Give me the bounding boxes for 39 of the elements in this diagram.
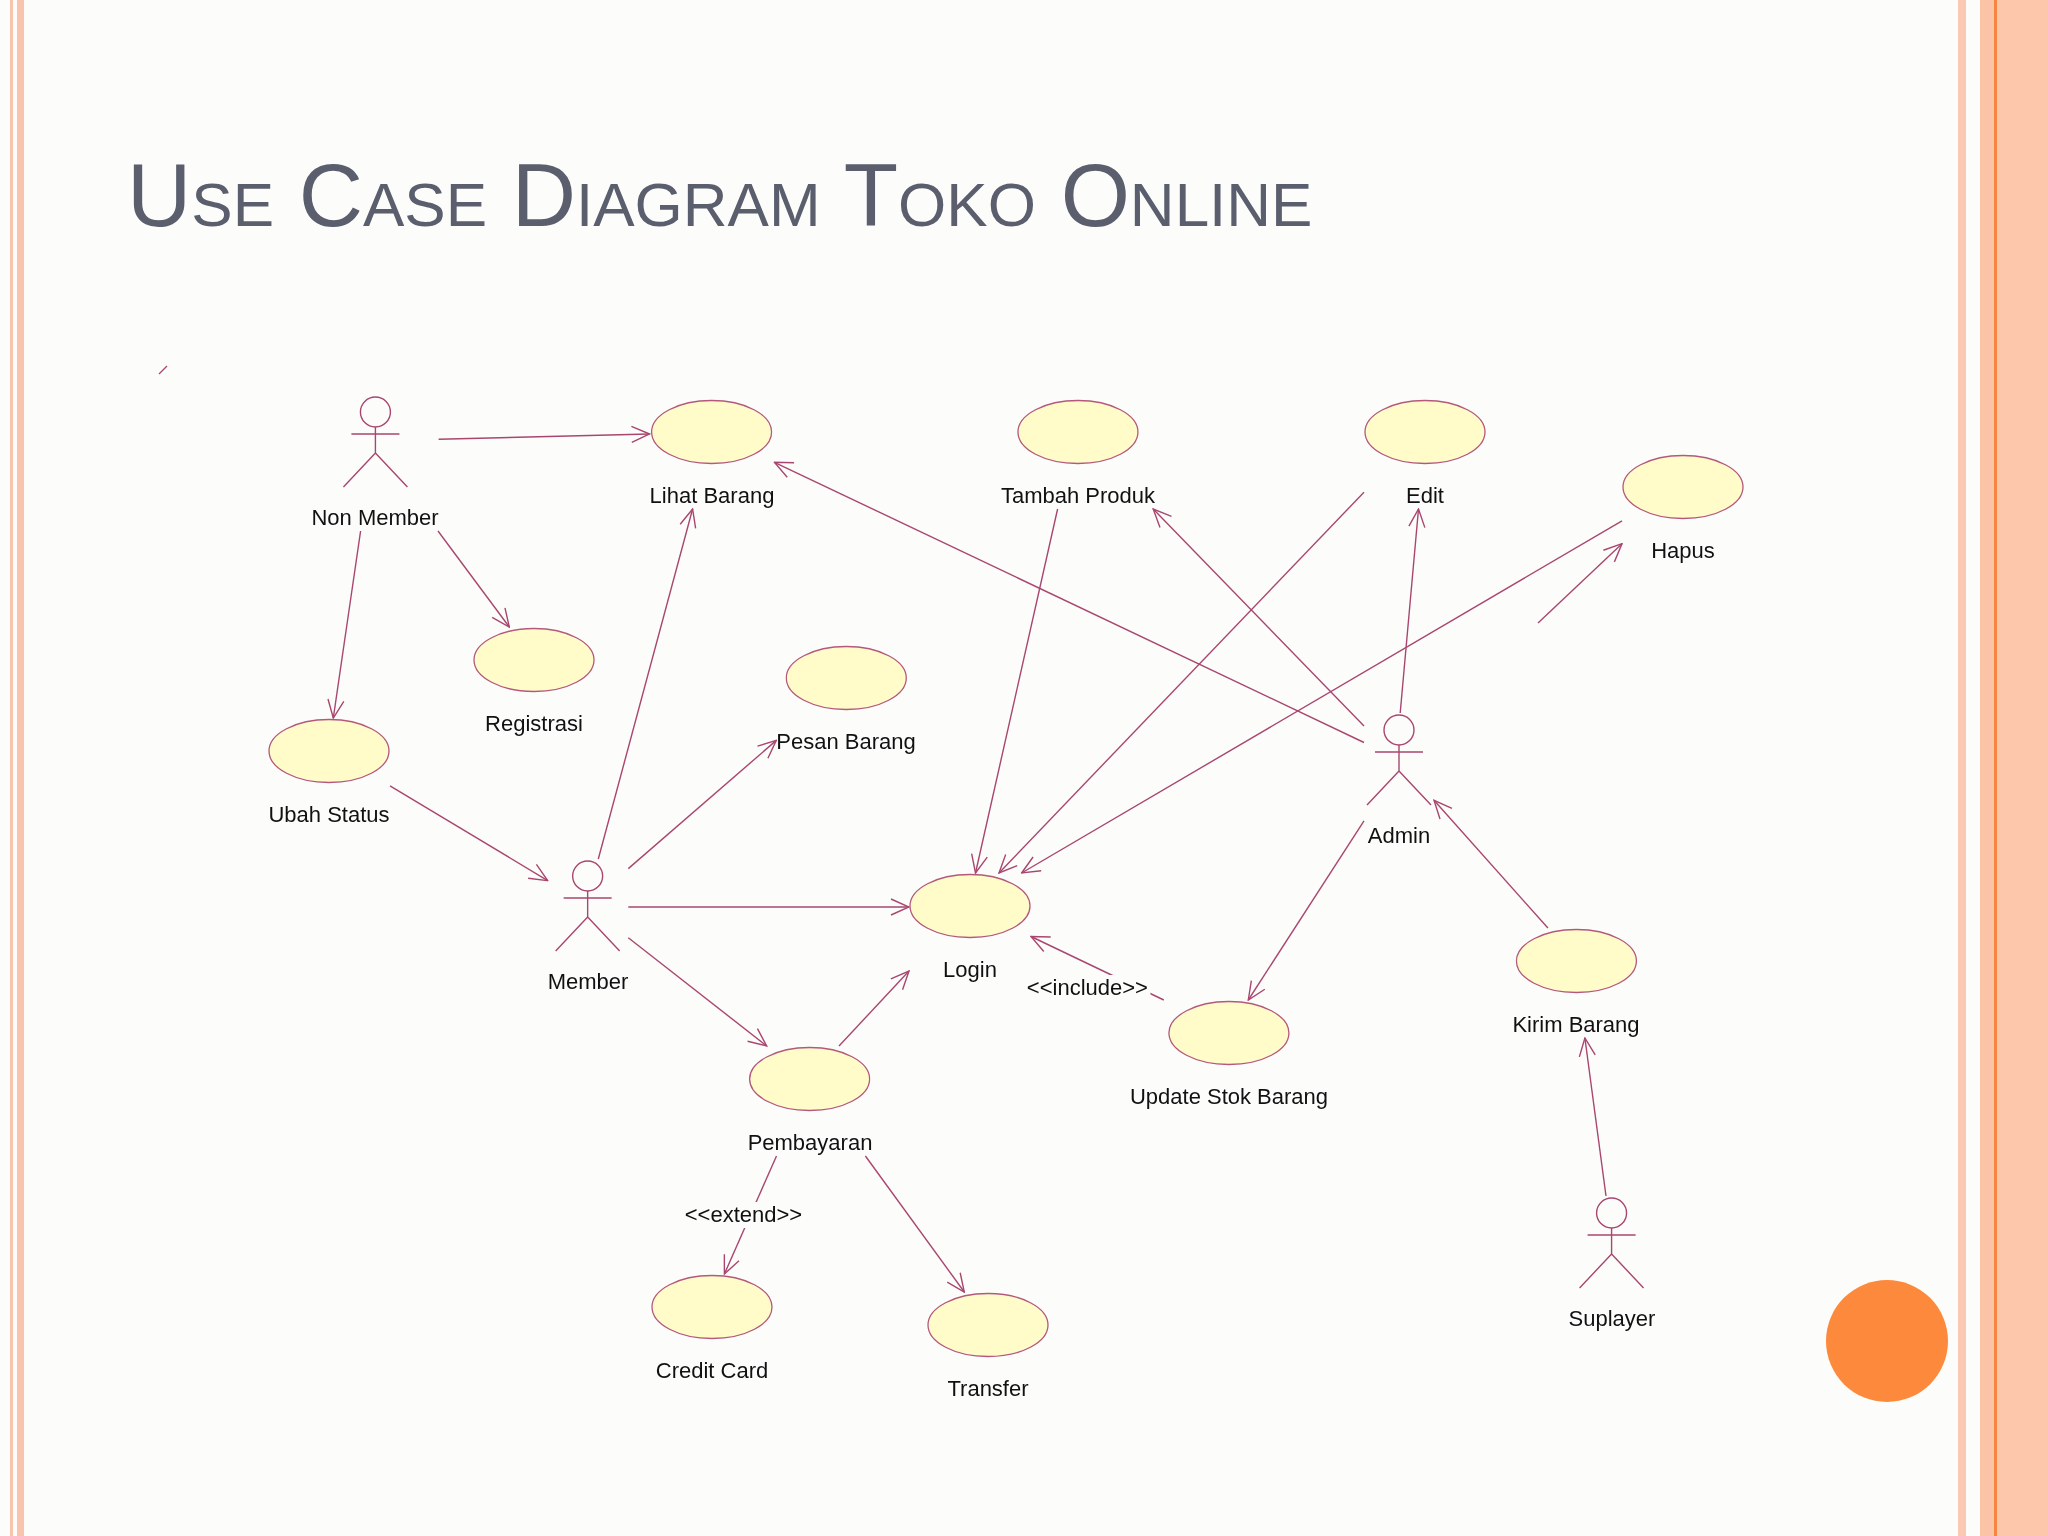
arrow (437, 425, 651, 444)
arrow (838, 970, 910, 1047)
arrow (1247, 820, 1365, 1001)
arrow (437, 530, 510, 628)
use-case-label: Credit Card (655, 1358, 769, 1384)
arrow (627, 937, 768, 1047)
arrow (627, 739, 777, 870)
slide-title: Use Case Diagram Toko Online (127, 144, 1313, 247)
arrow (1020, 520, 1623, 874)
arrow (389, 785, 549, 882)
use-case-label: Transfer (947, 1376, 1029, 1402)
arrow (1537, 543, 1623, 624)
use-case-label: Pembayaran (747, 1130, 873, 1156)
actor-label: Non Member (311, 505, 439, 531)
edge-label: <<extend>> (682, 1202, 805, 1228)
arrow (1399, 508, 1426, 714)
arrow (998, 491, 1365, 874)
arrow (1152, 508, 1365, 727)
arrow (970, 508, 1059, 874)
use-case-label: Kirim Barang (1512, 1012, 1640, 1038)
use-case-label: Tambah Produk (1000, 483, 1156, 509)
use-case-label: Pesan Barang (776, 729, 916, 755)
arrow (1578, 1037, 1607, 1197)
arrow (627, 898, 910, 916)
use-case-label: Lihat Barang (649, 483, 775, 509)
use-case-label: Update Stok Barang (1129, 1084, 1329, 1110)
use-case-label: Hapus (1651, 538, 1715, 564)
arrow (1433, 799, 1549, 929)
use-case-label: Registrasi (485, 711, 583, 737)
use-case-label: Login (943, 957, 997, 983)
use-case-label: Ubah Status (268, 802, 390, 828)
actor-label: Admin (1367, 823, 1431, 849)
actor-label: Suplayer (1568, 1306, 1656, 1332)
arrow (597, 508, 697, 860)
arrow (864, 1155, 965, 1293)
arrow (773, 461, 1365, 744)
arrow (327, 530, 362, 719)
use-case-label: Edit (1406, 483, 1444, 509)
actor-label: Member (547, 969, 629, 995)
